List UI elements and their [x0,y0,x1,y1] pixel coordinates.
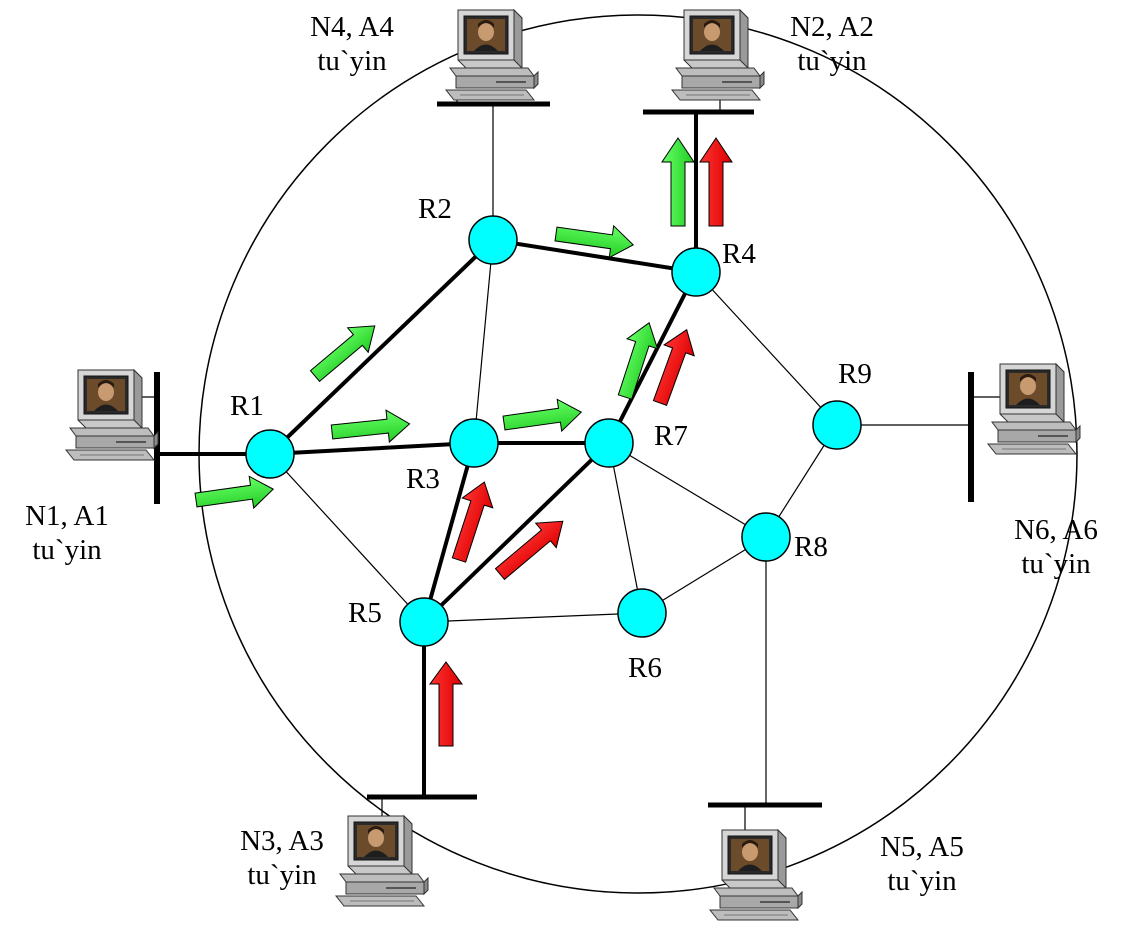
router-label-r7: R7 [654,420,688,452]
host-name-n4: N4, A4 [310,11,394,43]
router-label-r2: R2 [418,193,452,225]
router-label-r4: R4 [722,238,756,270]
red-arrow-3 [494,520,564,581]
router-label-r6: R6 [628,652,662,684]
green-arrow-3 [330,409,411,444]
red-arrow-1 [429,661,463,747]
computer-icon-n1 [65,369,159,461]
green-arrow-6 [617,322,659,400]
router-r4[interactable] [671,247,721,297]
host-sub-n1: tu`yin [32,534,102,566]
host-label-n6: N6, A6 tu`yin [988,513,1124,581]
host-sub-n3: tu`yin [247,859,317,891]
router-label-r5: R5 [348,597,382,629]
host-sub-n4: tu`yin [317,45,387,77]
router-r3[interactable] [449,418,499,468]
computer-icon-n2 [671,9,765,101]
host-name-n5: N5, A5 [880,831,964,863]
green-arrow-1 [194,475,275,510]
red-arrow-4 [652,328,695,407]
host-name-n3: N3, A3 [240,825,324,857]
host-label-n3: N3, A3 tu`yin [214,824,350,892]
thick-links [157,112,698,797]
network-boundary-circle [198,14,1078,894]
host-sub-n2: tu`yin [797,45,867,77]
router-r6[interactable] [617,588,667,638]
computer-icon-n4 [445,9,539,101]
router-label-r9: R9 [838,358,872,390]
computer-icon-n6 [987,363,1081,455]
host-sub-n6: tu`yin [1021,548,1091,580]
host-label-n2: N2, A2 tu`yin [764,10,900,78]
host-label-n4: N4, A4 tu`yin [284,10,420,78]
host-name-n6: N6, A6 [1014,514,1098,546]
router-r5[interactable] [399,597,449,647]
green-arrow-7 [661,137,695,227]
host-sub-n5: tu`yin [887,865,957,897]
router-label-r8: R8 [794,531,828,563]
host-label-n1: N1, A1 tu`yin [4,499,130,567]
router-r2[interactable] [468,215,518,265]
router-label-r3: R3 [406,463,440,495]
green-arrow-4 [554,224,635,259]
red-arrow-2 [451,481,494,563]
router-r8[interactable] [741,512,791,562]
green-arrow-5 [502,398,583,433]
green-arrow-2 [309,325,376,383]
router-r7[interactable] [584,418,634,468]
router-label-r1: R1 [230,390,264,422]
router-r9[interactable] [812,400,862,450]
host-name-n2: N2, A2 [790,11,874,43]
host-name-n1: N1, A1 [25,500,109,532]
computer-icon-n5 [709,829,803,921]
red-arrow-5 [699,137,733,227]
host-label-n5: N5, A5 tu`yin [854,830,990,898]
router-r1[interactable] [245,429,295,479]
